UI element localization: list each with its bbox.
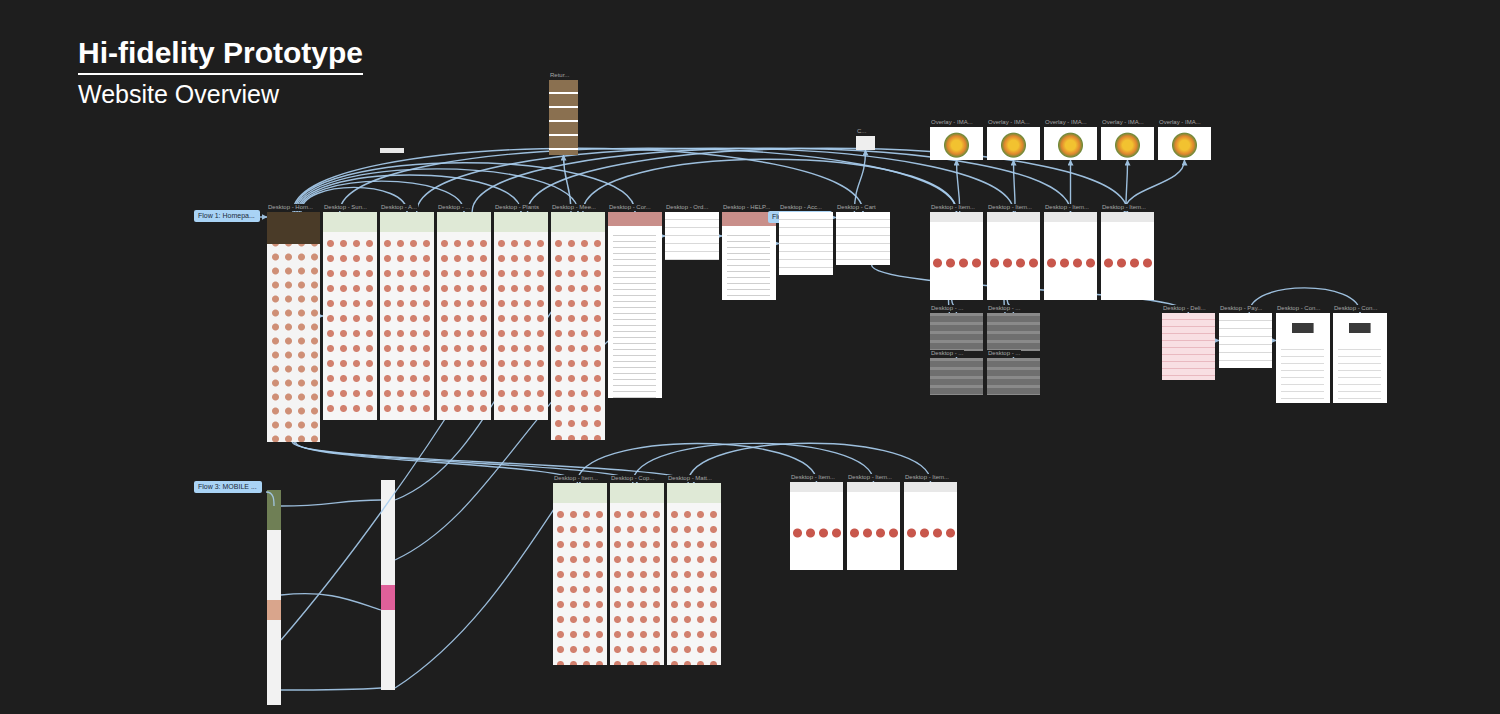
frame-name: Desktop - Sun... — [323, 204, 368, 211]
frame-name: Desktop - ... — [930, 305, 964, 312]
flow-name: Flow 3: MOBILE ... — [198, 483, 258, 491]
frame-name: Desktop - Deli... — [1162, 305, 1207, 312]
frame-name: Overlay - IMA... — [1158, 119, 1202, 126]
flow-connector — [633, 443, 874, 483]
screen-frame: Overlay - IMA... — [987, 127, 1040, 160]
screen-frame: Desktop - ... — [930, 313, 983, 351]
frame-name: Desktop - Item... — [553, 475, 599, 482]
frame-name: Desktop - Plants — [494, 204, 540, 211]
frame-name: Desktop - Cor... — [608, 204, 652, 211]
frame-name: Desktop - Item... — [1101, 204, 1147, 211]
screen-frame: Desktop - Item... — [553, 483, 607, 665]
screen-frame: Desktop - Cop... — [610, 483, 664, 665]
screen-frame: Desktop - Item... — [1044, 212, 1097, 300]
screen-frame: Overlay - IMA... — [1101, 127, 1154, 160]
flow-connector — [295, 163, 635, 212]
frame-name: Desktop - ... — [987, 305, 1021, 312]
mobile-hero — [267, 490, 281, 530]
mobile-section — [267, 600, 281, 620]
screen-frame: Desktop - ... — [930, 358, 983, 395]
mobile-screen — [381, 480, 395, 690]
screen-frame: Desktop - Sun... — [323, 212, 377, 420]
frame-name: C... — [856, 128, 867, 135]
screen-frame: Desktop - Ord... — [665, 212, 719, 260]
frame-name: Desktop - ... — [987, 350, 1021, 357]
frame-name: Desktop - Con... — [1276, 305, 1321, 312]
frame-name: Desktop - Cop... — [610, 475, 655, 482]
frame-name: Desktop - Item... — [987, 204, 1033, 211]
screen-frame: Desktop - Matt... — [667, 483, 721, 665]
screen-frame: Desktop - Cor... — [608, 212, 662, 398]
screen-frame: Desktop - Item... — [930, 212, 983, 300]
screen-frame: Desktop - Item... — [847, 482, 900, 570]
flow-start-tag: Flow 1: Homepa... — [194, 210, 260, 222]
screen-frame: Desktop - Pay... — [1219, 313, 1272, 368]
screen-frame: Desktop - A... — [380, 212, 434, 420]
frame-name: Desktop - Mee... — [551, 204, 597, 211]
screen-frame: Overlay - IMA... — [1044, 127, 1097, 160]
frame-name: Desktop - ... — [437, 204, 471, 211]
frame-name: Desktop - Pay... — [1219, 305, 1263, 312]
frame-name: Overlay - IMA... — [930, 119, 974, 126]
screen-frame: Overlay - IMA... — [1158, 127, 1211, 160]
screen-frame: Desktop - Hom... — [267, 212, 320, 442]
page-title: Hi-fidelity Prototype — [78, 36, 363, 75]
flow-connector — [577, 443, 816, 483]
flow-connector — [294, 442, 637, 483]
mobile-section — [381, 585, 395, 610]
frame-name: Desktop - Item... — [847, 474, 893, 481]
screen-frame: Desktop - Item... — [790, 482, 843, 570]
screen-frame: Desktop - HELP... — [722, 212, 776, 300]
frame-name: Overlay - IMA... — [1044, 119, 1088, 126]
screen-frame: C... — [856, 136, 875, 150]
frame-name: Desktop - Hom... — [267, 204, 314, 211]
frame-name: Desktop - Con... — [1333, 305, 1378, 312]
screen-frame: Desktop - Item... — [904, 482, 957, 570]
page-subtitle: Website Overview — [78, 80, 279, 109]
flow-connector — [340, 148, 957, 212]
mobile-screen — [267, 490, 281, 705]
frame-name: Desktop - ... — [930, 350, 964, 357]
screen-frame: Retur... — [549, 80, 578, 155]
screen-frame: Desktop - Con... — [1276, 313, 1330, 403]
frame-name: Desktop - Item... — [790, 474, 836, 481]
frame-name: Desktop - A... — [380, 204, 418, 211]
flow-connector — [296, 442, 580, 483]
small-frame — [380, 148, 404, 153]
screen-frame: Desktop - Item... — [987, 212, 1040, 300]
frame-name: Desktop - Ord... — [665, 204, 709, 211]
frame-name: Overlay - IMA... — [1101, 119, 1145, 126]
screen-frame: Desktop - Mee... — [551, 212, 605, 440]
screen-frame: Desktop - ... — [987, 358, 1040, 395]
flow-start-tag: Flow 3: MOBILE ... — [194, 481, 262, 493]
frame-name: Desktop - Item... — [930, 204, 976, 211]
screen-frame: Desktop - Con... — [1333, 313, 1387, 403]
frame-name: Desktop - HELP... — [722, 204, 771, 211]
flow-connector — [583, 159, 957, 212]
frame-name: Retur... — [549, 72, 570, 79]
screen-frame: Overlay - IMA... — [930, 127, 983, 160]
screen-frame: Desktop - Cart — [836, 212, 890, 265]
flow-connector — [688, 443, 930, 483]
screen-frame: Desktop - ... — [437, 212, 491, 420]
screen-frame: Desktop - ... — [987, 313, 1040, 351]
flow-connector — [293, 148, 863, 212]
screen-frame: Desktop - Plants — [494, 212, 548, 420]
flow-connector — [854, 150, 865, 212]
frame-name: Desktop - Cart — [836, 204, 877, 211]
flow-name: Flow 1: Homepa... — [198, 212, 256, 220]
screen-frame: Desktop - Item... — [1101, 212, 1154, 300]
screen-frame: Desktop - Acc... — [779, 212, 833, 275]
flow-connector — [260, 216, 267, 217]
frame-name: Overlay - IMA... — [987, 119, 1031, 126]
frame-name: Desktop - Item... — [904, 474, 950, 481]
frame-name: Desktop - Acc... — [779, 204, 823, 211]
frame-name: Desktop - Item... — [1044, 204, 1090, 211]
frame-name: Desktop - Matt... — [667, 475, 713, 482]
flow-connector — [292, 442, 694, 483]
screen-frame: Desktop - Deli... — [1162, 313, 1215, 380]
